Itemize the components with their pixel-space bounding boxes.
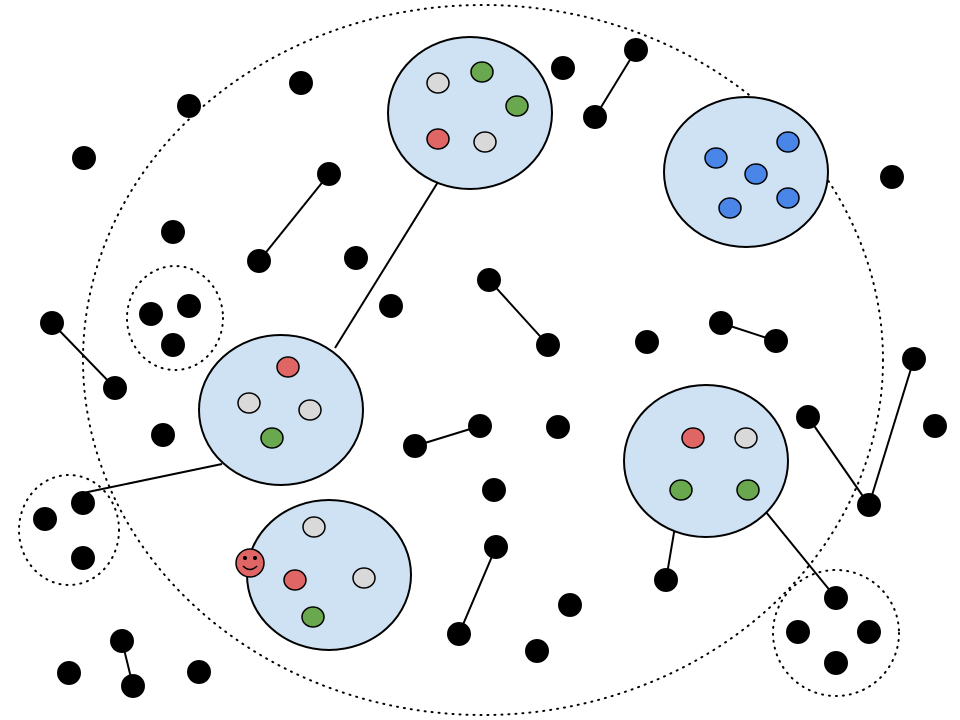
- black-node: [317, 162, 341, 186]
- black-node: [880, 165, 904, 189]
- black-node: [482, 478, 506, 502]
- connection-line: [458, 546, 497, 635]
- connection-line: [334, 181, 439, 349]
- black-node: [72, 146, 96, 170]
- cluster-middle-left: [198, 334, 364, 486]
- black-node: [57, 661, 81, 685]
- black-node: [525, 639, 549, 663]
- blue-node: [718, 197, 742, 219]
- black-node: [161, 333, 185, 357]
- grey-node: [352, 567, 376, 589]
- black-node: [824, 651, 848, 675]
- green-node: [736, 479, 760, 501]
- black-node: [103, 376, 127, 400]
- black-node: [786, 620, 810, 644]
- black-node: [624, 38, 648, 62]
- black-node: [379, 294, 403, 318]
- blue-node: [776, 131, 800, 153]
- face-eye: [253, 556, 257, 560]
- cluster-top-center: [387, 36, 553, 190]
- grey-node: [473, 131, 497, 153]
- connection-line: [594, 49, 637, 118]
- red-node: [276, 356, 300, 378]
- black-node: [857, 493, 881, 517]
- blue-node: [776, 187, 800, 209]
- red-node: [681, 427, 705, 449]
- green-node: [505, 95, 529, 117]
- black-node: [923, 414, 947, 438]
- red-node: [426, 128, 450, 150]
- face-smile: [242, 565, 258, 571]
- black-node: [33, 507, 57, 531]
- black-node: [40, 311, 64, 335]
- black-node: [71, 546, 95, 570]
- black-node: [187, 660, 211, 684]
- smiley-face-icon: [235, 548, 265, 578]
- black-node: [344, 246, 368, 270]
- black-node: [654, 568, 678, 592]
- black-node: [536, 333, 560, 357]
- black-node: [546, 415, 570, 439]
- face-eye: [243, 556, 247, 560]
- connection-line: [868, 358, 915, 506]
- black-node: [110, 629, 134, 653]
- green-node: [260, 427, 284, 449]
- black-node: [447, 622, 471, 646]
- grey-node: [734, 427, 758, 449]
- black-node: [902, 347, 926, 371]
- black-node: [551, 56, 575, 80]
- red-node: [283, 569, 307, 591]
- green-node: [301, 606, 325, 628]
- grey-node: [237, 392, 261, 414]
- black-node: [857, 620, 881, 644]
- black-node: [635, 330, 659, 354]
- cluster-bottom-left: [246, 499, 412, 651]
- black-node: [583, 105, 607, 129]
- black-node: [796, 405, 820, 429]
- connection-line: [258, 173, 330, 262]
- blue-node: [704, 147, 728, 169]
- green-node: [470, 61, 494, 83]
- black-node: [161, 220, 185, 244]
- black-node: [121, 674, 145, 698]
- black-node: [477, 268, 501, 292]
- black-node: [151, 423, 175, 447]
- green-node: [669, 479, 693, 501]
- black-node: [403, 434, 427, 458]
- black-node: [764, 329, 788, 353]
- black-node: [289, 71, 313, 95]
- network-boundary: [82, 4, 884, 716]
- connection-line: [82, 463, 223, 494]
- black-node: [558, 593, 582, 617]
- black-node: [468, 414, 492, 438]
- connection-line: [488, 279, 549, 346]
- black-node: [177, 294, 201, 318]
- connection-line: [51, 322, 116, 389]
- small-group-boundary-3: [772, 569, 900, 697]
- black-node: [247, 249, 271, 273]
- cluster-middle-right: [623, 384, 789, 538]
- grey-node: [298, 399, 322, 421]
- black-node: [709, 311, 733, 335]
- small-group-boundary-2: [18, 474, 120, 586]
- grey-node: [426, 72, 450, 94]
- black-node: [484, 535, 508, 559]
- black-node: [71, 491, 95, 515]
- black-node: [139, 302, 163, 326]
- blue-node: [744, 163, 768, 185]
- grey-node: [302, 516, 326, 538]
- face-circle: [235, 548, 265, 578]
- small-group-boundary-1: [126, 265, 224, 371]
- connection-line: [807, 416, 870, 506]
- black-node: [177, 94, 201, 118]
- black-node: [824, 586, 848, 610]
